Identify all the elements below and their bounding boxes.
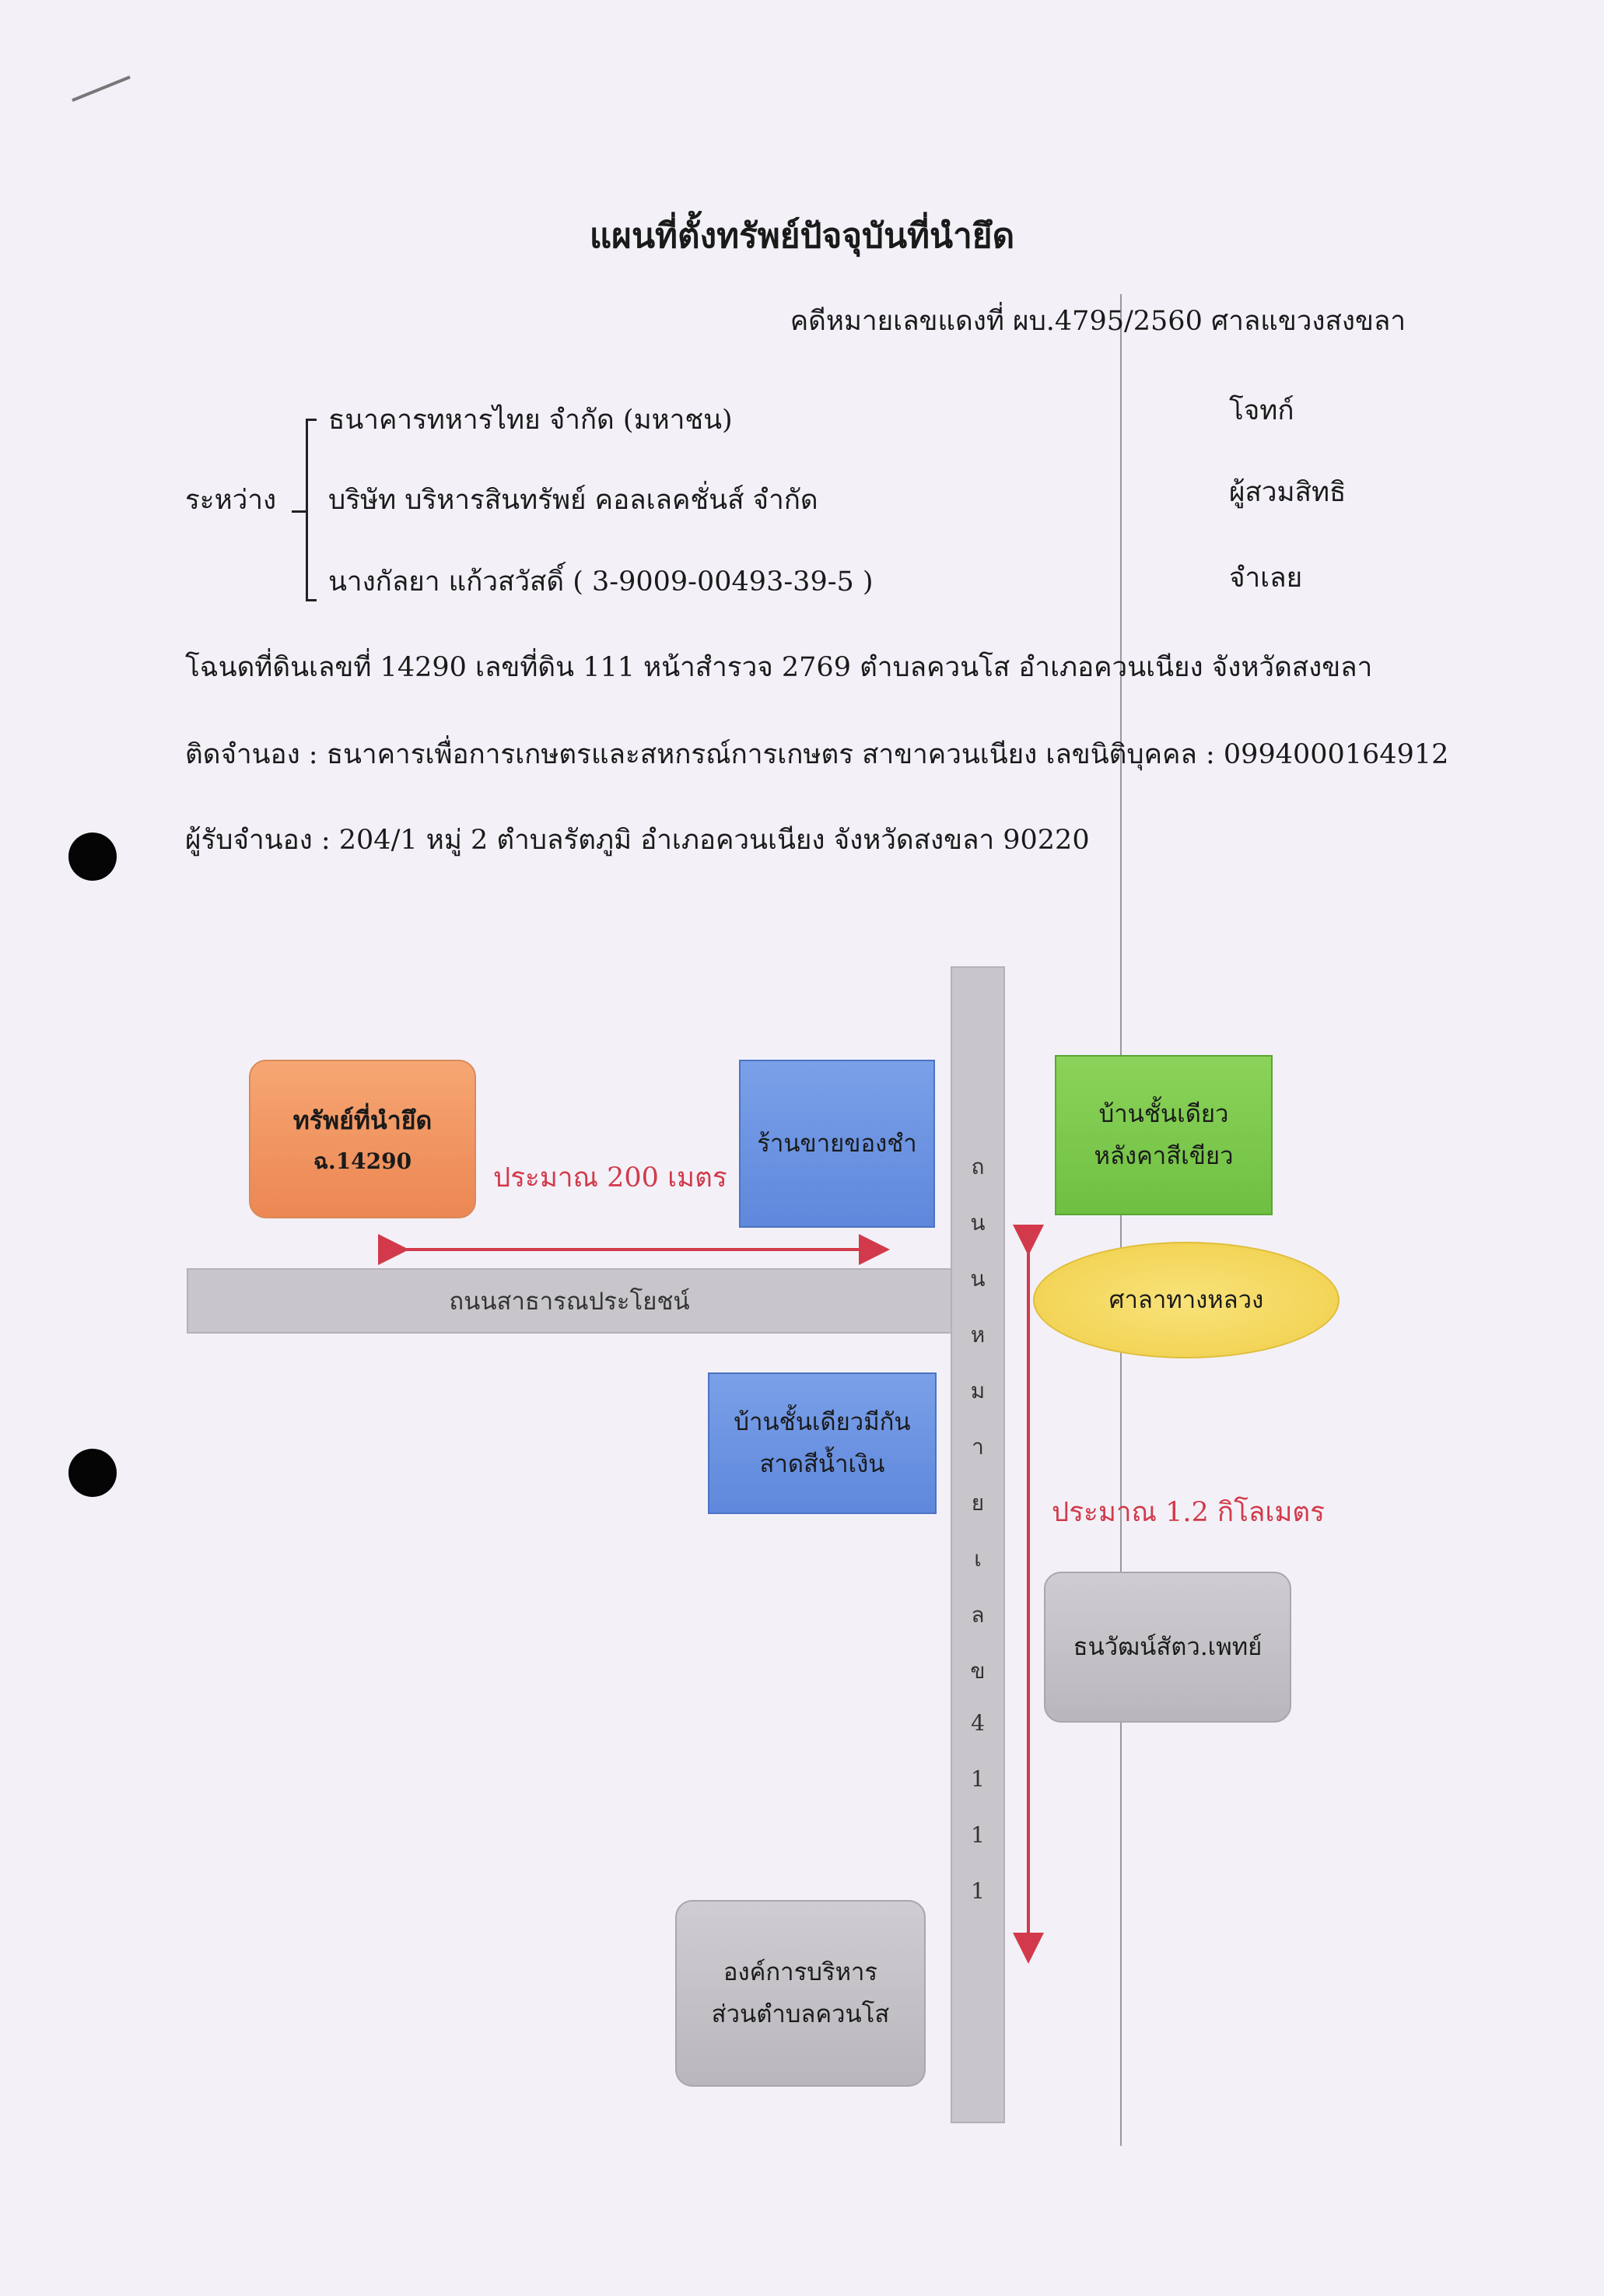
grocery-box: ร้านขายของชำ bbox=[739, 1060, 935, 1228]
green-house-line1: บ้านชั้นเดียว bbox=[1098, 1099, 1229, 1128]
vet-box: ธนวัฒน์สัตว.เพทย์ bbox=[1044, 1572, 1291, 1723]
property-box: ทรัพย์ที่นำยึด ฉ.14290 bbox=[249, 1060, 476, 1218]
deed-line: โฉนดที่ดินเลขที่ 14290 เลขที่ดิน 111 หน้… bbox=[185, 652, 1373, 683]
punch-hole bbox=[68, 1449, 117, 1497]
public-road: ถนนสาธารณประโยชน์ bbox=[187, 1268, 952, 1334]
party-defendant: นางกัลยา แก้วสวัสดิ์ ( 3-9009-00493-39-5… bbox=[328, 566, 874, 598]
mortgagee-line: ผู้รับจำนอง : 204/1 หมู่ 2 ตำบลรัตภูมิ อ… bbox=[185, 825, 1090, 856]
page-title: แผนที่ตั้งทรัพย์ปัจจุบันที่นำยึด bbox=[589, 216, 1015, 256]
blue-house-line2: สาดสีน้ำเงิน bbox=[759, 1450, 885, 1478]
tao-line1: องค์การบริหาร bbox=[723, 1958, 878, 1986]
distance-1-2-label: ประมาณ 1.2 กิโลเมตร bbox=[1052, 1497, 1325, 1528]
grocery-label: ร้านขายของชำ bbox=[757, 1129, 917, 1158]
case-number-line: คดีหมายเลขแดงที่ ผบ.4795/2560 ศาลแขวงสงข… bbox=[790, 306, 1406, 337]
blue-house-box: บ้านชั้นเดียวมีกัน สาดสีน้ำเงิน bbox=[708, 1372, 937, 1514]
mortgage-line: ติดจำนอง : ธนาคารเพื่อการเกษตรและสหกรณ์ก… bbox=[185, 739, 1449, 770]
vet-label: ธนวัฒน์สัตว.เพทย์ bbox=[1073, 1632, 1263, 1661]
distance-200-label: ประมาณ 200 เมตร bbox=[493, 1162, 727, 1194]
green-house-line2: หลังคาสีเขียว bbox=[1094, 1142, 1234, 1170]
party-bracket bbox=[292, 419, 317, 601]
role-plaintiff: โจทก์ bbox=[1229, 395, 1294, 426]
between-label: ระหว่าง bbox=[185, 485, 277, 516]
role-assignee: ผู้สวมสิทธิ bbox=[1229, 477, 1347, 508]
role-defendant: จำเลย bbox=[1229, 563, 1303, 594]
tao-line2: ส่วนตำบลควนโส bbox=[711, 2000, 890, 2028]
pavilion-label: ศาลาทางหลวง bbox=[1108, 1285, 1264, 1314]
scan-mark bbox=[1120, 294, 1122, 2146]
party-plaintiff: ธนาคารทหารไทย จำกัด (มหาชน) bbox=[328, 405, 733, 436]
party-assignee: บริษัท บริหารสินทรัพย์ คอลเลคชั่นส์ จำกั… bbox=[328, 485, 818, 516]
pavilion-ellipse: ศาลาทางหลวง bbox=[1033, 1242, 1340, 1358]
blue-house-line1: บ้านชั้นเดียวมีกัน bbox=[734, 1407, 911, 1436]
property-label: ทรัพย์ที่นำยึด bbox=[292, 1105, 433, 1135]
punch-hole bbox=[68, 833, 117, 881]
tao-box: องค์การบริหาร ส่วนตำบลควนโส bbox=[675, 1900, 926, 2087]
highway-4111 bbox=[951, 966, 1005, 2123]
property-deed: ฉ.14290 bbox=[313, 1148, 412, 1174]
public-road-label: ถนนสาธารณประโยชน์ bbox=[449, 1288, 690, 1316]
green-house-box: บ้านชั้นเดียว หลังคาสีเขียว bbox=[1055, 1055, 1273, 1215]
